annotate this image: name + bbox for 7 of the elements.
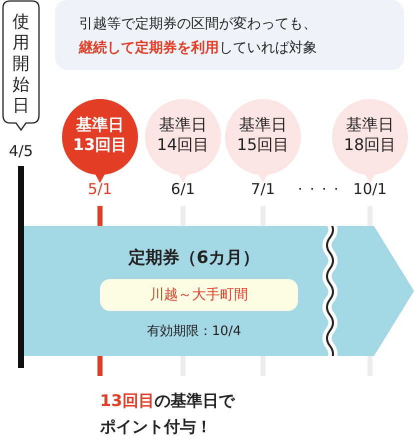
ellipsis-dots: ・・・・ bbox=[293, 181, 343, 198]
route-pill: 川越～大手町間 bbox=[100, 279, 298, 311]
point-note: 13回目の基準日でポイント付与！ bbox=[100, 390, 236, 438]
callout-bubble: 使用開始日 bbox=[2, 0, 40, 131]
date-label: 4/5 bbox=[8, 141, 34, 162]
note-box: 引越等で定期券の区間が変わっても、 継続して定期券を利用していれば対象 bbox=[55, 0, 404, 70]
ticket-arrow: 定期券（6カ月） 川越～大手町間 有効期限：10/4 bbox=[24, 226, 414, 356]
